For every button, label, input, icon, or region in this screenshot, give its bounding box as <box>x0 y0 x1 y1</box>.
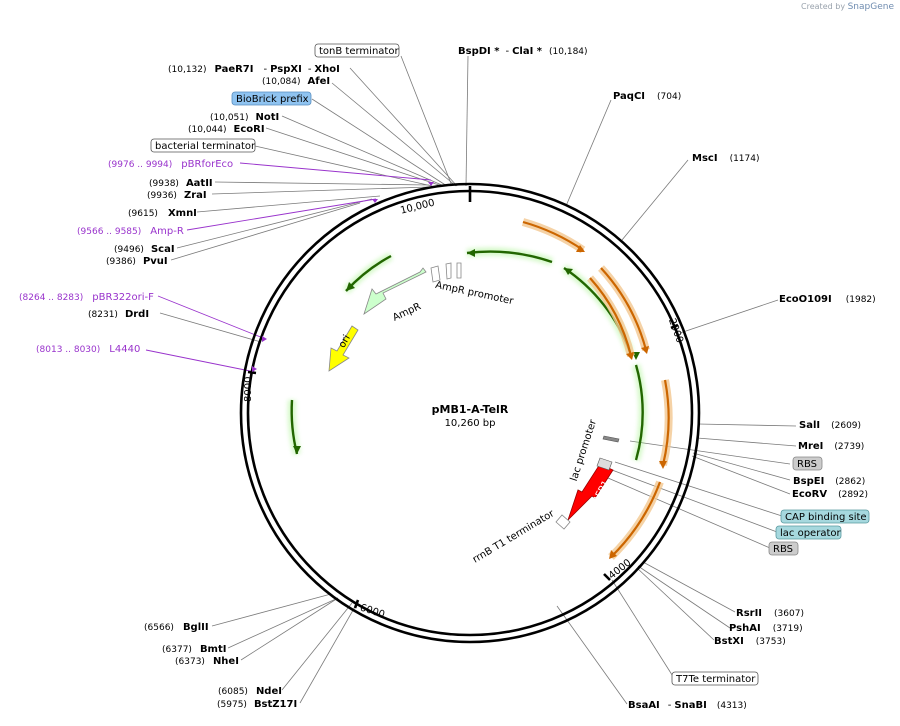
site-label-ecorv: EcoRV(2892) <box>792 489 868 500</box>
feature-ampr-promoter: AmpR promoter <box>430 262 515 307</box>
svg-text:tonB terminator: tonB terminator <box>319 46 399 57</box>
annotation-rbs-2: RBS <box>768 541 799 556</box>
site-label-aatii: (9938)AatII <box>149 178 213 189</box>
tick-marks <box>247 186 679 609</box>
site-label-bstxi: BstXI(3753) <box>714 636 786 647</box>
site-label-bspei: BspEI(2862) <box>793 476 865 487</box>
site-label-msci: MscI(1174) <box>692 153 760 164</box>
plasmid-center: pMB1-A-TelR 10,260 bp <box>432 403 509 429</box>
site-label-xmni: (9615)XmnI <box>128 208 197 219</box>
site-label-ecori: (10,044)EcoRI <box>188 124 265 135</box>
site-label-pshai: PshAI(3719) <box>729 623 803 634</box>
plasmid-name: pMB1-A-TelR <box>432 403 509 416</box>
feature-label-rrnb-t1-terminator: rrnB T1 terminator <box>471 508 557 566</box>
site-label-paer7i: (10,132)PaeR7I-PspXI-XhoI <box>168 64 340 75</box>
tick-label-6000: 6000 <box>358 602 386 620</box>
annotation-t7te-terminator: T7Te terminator <box>671 671 759 686</box>
site-label-snabi: BsaAI-SnaBI(4313) <box>628 700 747 711</box>
primer-markers <box>252 182 434 372</box>
feature-ampr: AmpR <box>363 267 427 324</box>
primer-label-pbr322ori-f: (8264 .. 8283)pBR322ori-F <box>19 292 154 303</box>
primer-label-pbrforeco: (9976 .. 9994)pBRforEco <box>108 159 233 170</box>
leader-lines <box>159 55 797 705</box>
annotation-bacterial-terminator: bacterial terminator <box>150 138 256 153</box>
site-label-ecoo109i: EcoO109I(1982) <box>779 294 876 305</box>
plasmid-size: 10,260 bp <box>445 418 496 429</box>
tick-label-2000: 2000 <box>666 317 685 345</box>
snapgene-logo: SnapGene <box>847 2 894 12</box>
site-label-noti: (10,051)NotI <box>210 112 279 123</box>
site-label-bstz17i: (5975)BstZ17I <box>217 699 297 710</box>
orf-arcs-orange <box>521 218 673 560</box>
primer-label-l4440: (8013 .. 8030)L4440 <box>36 344 140 355</box>
site-label-bglii: (6566)BglII <box>144 622 209 633</box>
primer-labels: (9976 .. 9994)pBRforEco (9566 .. 9585)Am… <box>19 159 233 355</box>
svg-text:bacterial terminator: bacterial terminator <box>155 141 256 152</box>
svg-text:BioBrick prefix: BioBrick prefix <box>236 94 309 105</box>
site-label-claI: BspDI *-ClaI *(10,184) <box>458 46 588 57</box>
site-label-pvui: (9386)PvuI <box>106 256 168 267</box>
tick-label-8000: 8000 <box>243 377 254 402</box>
annotation-rbs-1: RBS <box>792 456 823 471</box>
site-label-mrei: MreI(2739) <box>798 441 864 452</box>
site-label-ndei: (6085)NdeI <box>218 686 282 697</box>
site-label-rsrii: RsrII(3607) <box>736 608 804 619</box>
annotation-tonb-terminator: tonB terminator <box>314 43 399 58</box>
site-label-sali: SalI(2609) <box>799 420 861 431</box>
primer-label-amp-r: (9566 .. 9585)Amp-R <box>77 226 184 237</box>
svg-text:lac operator: lac operator <box>780 528 841 539</box>
site-label-zrai: (9936)ZraI <box>147 190 207 201</box>
annotation-boxes: tonB terminator BioBrick prefix bacteria… <box>150 43 870 686</box>
svg-text:CAP binding site: CAP binding site <box>785 512 867 523</box>
primer-leaders <box>145 162 432 373</box>
annotation-lac-operator: lac operator <box>775 525 841 540</box>
feature-label-ampr-promoter: AmpR promoter <box>434 280 515 307</box>
site-label-bmti: (6377)BmtI <box>162 644 226 655</box>
annotation-cap-binding-site: CAP binding site <box>780 509 870 524</box>
site-label-afei: (10,084)AfeI <box>262 76 330 87</box>
svg-text:RBS: RBS <box>773 544 793 555</box>
site-label-paqci: PaqCI(704) <box>613 91 681 102</box>
site-labels: (10,132)PaeR7I-PspXI-XhoI (10,084)AfeI (… <box>88 46 876 711</box>
svg-text:T7Te terminator: T7Te terminator <box>675 674 756 685</box>
feature-ori: ori <box>328 325 359 372</box>
annotation-biobrick-prefix: BioBrick prefix <box>231 91 312 106</box>
feature-label-ampr: AmpR <box>391 301 423 324</box>
snapgene-brand: Created by SnapGene <box>801 2 894 12</box>
site-label-scai: (9496)ScaI <box>114 244 175 255</box>
feature-rrnb-t1-terminator: rrnB T1 terminator <box>471 508 571 566</box>
site-label-drdi: (8231)DrdI <box>88 309 149 320</box>
svg-text:RBS: RBS <box>797 459 817 470</box>
site-label-nhei: (6373)NheI <box>175 656 239 667</box>
